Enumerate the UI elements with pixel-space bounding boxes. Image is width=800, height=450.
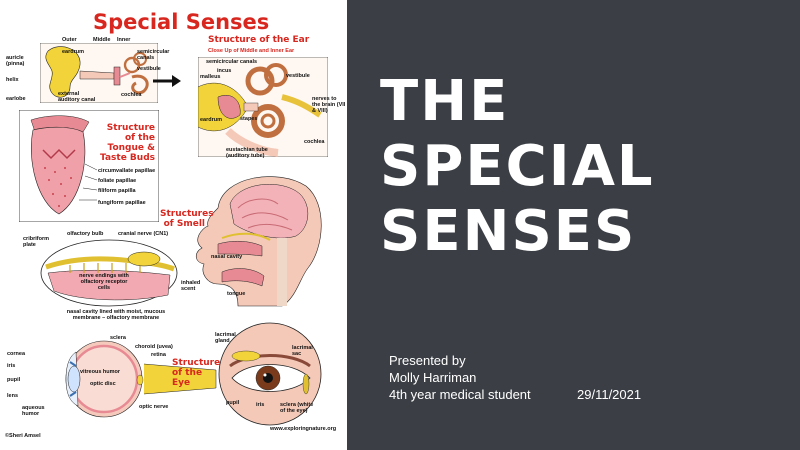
title-panel: THE SPECIAL SENSES Presented by Molly Ha… [347,0,800,450]
olfactory-closeup-diagram [40,239,178,307]
ear-closeup-label-nerves: nerves to the brain (VII & VIII) [312,96,346,114]
tongue-label-filiform: filiform papilla [98,188,136,194]
slide-title-line-3: SENSES [380,199,637,264]
ear-diagram [40,43,158,103]
ear-closeup-label-vestibule: vestibule [286,73,310,79]
credit-right: www.exploringnature.org [270,426,337,432]
ear-label-eardrum: eardrum [62,49,85,55]
ear-label-cochlea: cochlea [121,92,142,98]
eye-label-lens: lens [7,393,19,399]
smell-heading: Structures of Smell [160,209,214,229]
eye-label-sclera: sclera [110,335,126,341]
eye-label-aqueous: aqueous humor [22,405,45,417]
ear-closeup-label-malleus: malleus [200,74,221,80]
ear-closeup-label-incus: incus [217,68,232,74]
smell-label-cranial-nerve: cranial nerve (CN1) [118,231,169,237]
special-senses-illustration: Special Senses Outer Middle Inner eardru… [0,0,347,450]
smell-label-lining: nasal cavity lined with moist, mucous me… [66,309,166,321]
ear-label-middle: Middle [93,37,111,43]
ear-label-inner: Inner [117,37,131,43]
tongue-heading: Structure of the Tongue & Taste Buds [99,123,155,163]
smell-label-nerve-endings: nerve endings with olfactory receptor ce… [79,273,129,291]
ear-label-earlobe: earlobe [6,96,26,102]
slide-title-line-1: THE [380,69,510,134]
slide-title-line-2: SPECIAL [380,134,655,199]
eye-label-vitreous: vitreous humor [80,369,121,375]
tongue-diagram [19,110,159,222]
eye-diagram [65,340,217,418]
ear-closeup-label-cochlea: cochlea [304,139,325,145]
ear-closeup-caption: Close Up of Middle and Inner Ear [208,48,295,54]
smell-label-olfactory-bulb: olfactory bulb [67,231,104,237]
illustration-title: Special Senses [93,10,270,34]
ear-label-auricle: auricle (pinna) [6,55,25,67]
tongue-label-circumvallate: circumvallate papillae [98,168,156,174]
presentation-date: 29/11/2021 [577,387,642,402]
ear-label-external-canal: external auditory canal [58,91,96,103]
presented-by-label: Presented by [389,353,466,368]
eye-label-cornea: cornea [7,351,26,357]
presenter-role: 4th year medical student [389,387,531,402]
arrow-icon [153,75,181,87]
eye-label-iris-external: iris [256,402,265,408]
smell-label-inhaled: inhaled scent [181,280,201,292]
presenter-name: Molly Harriman [389,370,477,385]
credit-left: ©Sheri Amsel [5,433,41,439]
external-eye-diagram [218,322,322,426]
eye-label-lacrimal-gland: lacrimal gland [215,332,236,344]
tongue-label-fungiform: fungiform papillae [98,200,146,206]
eye-label-sclera-external: sclera (white of the eye) [280,402,314,414]
eye-label-iris: iris [7,363,16,369]
ear-closeup-diagram [198,57,328,157]
ear-label-semicircular: semicircular canals [137,49,170,61]
ear-label-outer: Outer [62,37,77,43]
head-diagram [195,176,322,307]
tongue-label-foliate: foliate papillae [98,178,137,184]
eye-label-pupil: pupil [7,377,21,383]
eye-label-lacrimal-sac: lacrimal sac [292,345,313,357]
smell-label-cribriform: cribriform plate [23,236,49,248]
ear-closeup-label-semicircular: semicircular canals [206,59,258,65]
eye-heading: Structure of the Eye [172,358,221,388]
ear-closeup-label-eustachian: eustachian tube (auditory tube) [226,147,268,159]
ear-closeup-label-eardrum: eardrum [200,117,223,123]
eye-label-optic-nerve: optic nerve [139,404,169,410]
eye-label-retina: retina [151,352,166,358]
eye-label-optic-disc: optic disc [90,381,116,387]
ear-heading: Structure of the Ear [208,35,310,45]
ear-closeup-label-stapes: stapes [240,116,258,122]
smell-label-nasal-cavity: nasal cavity [211,254,243,260]
ear-label-vestibule: vestibule [137,66,161,72]
eye-label-choroid: choroid (uvea) [135,344,173,350]
ear-label-helix: helix [6,77,19,83]
eye-label-pupil-external: pupil [226,400,240,406]
smell-label-tongue: tongue [227,291,246,297]
